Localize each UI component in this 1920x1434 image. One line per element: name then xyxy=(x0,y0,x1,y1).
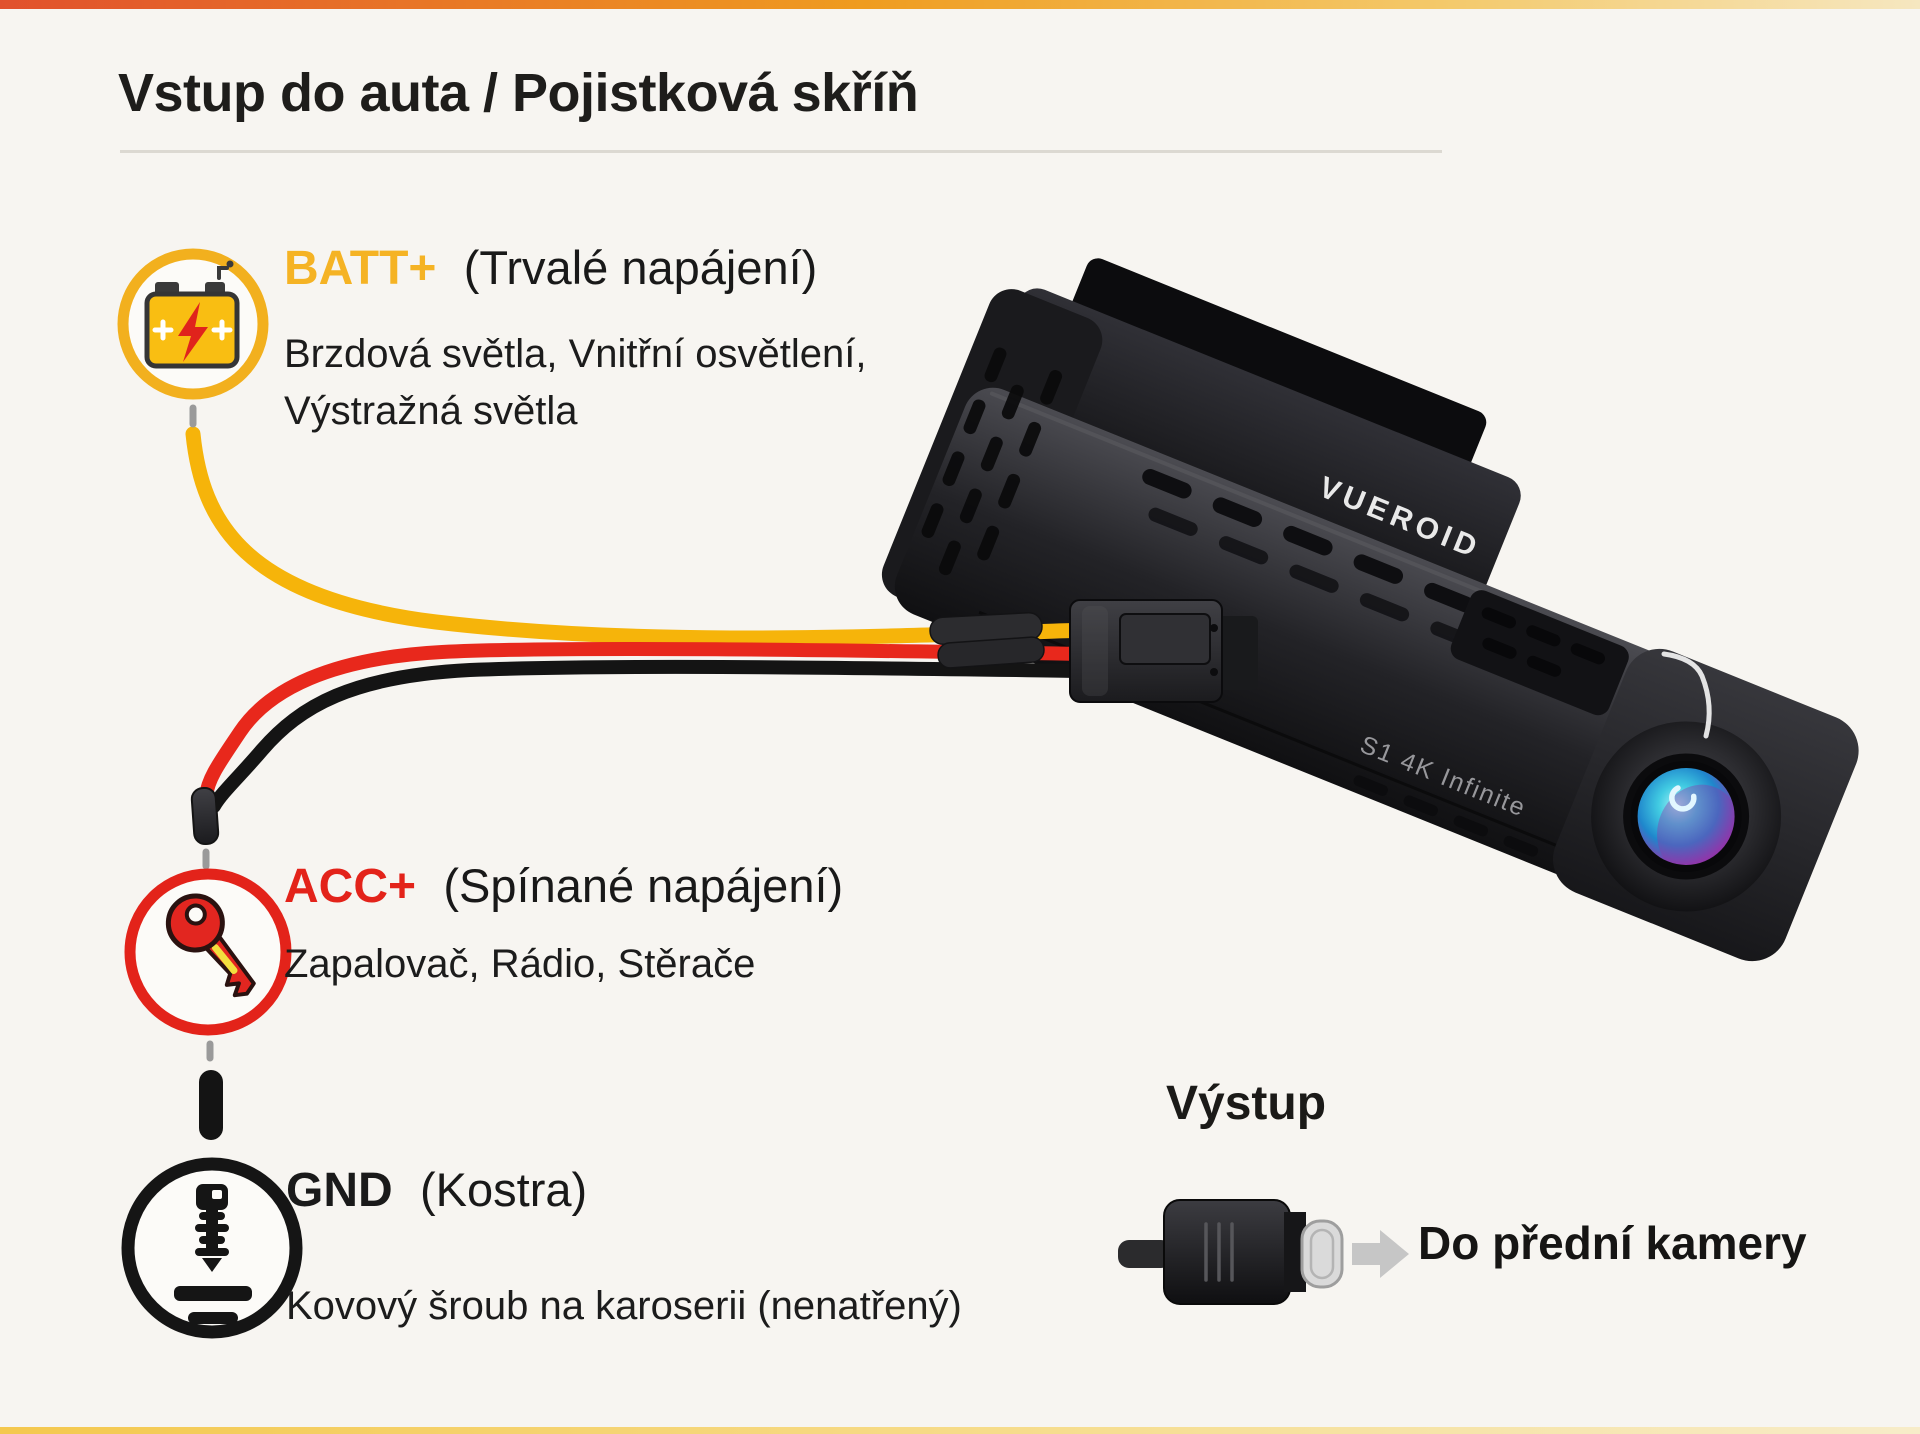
title-divider xyxy=(120,150,1442,153)
top-accent-strip xyxy=(0,0,1920,9)
batt-wire-yellow xyxy=(185,426,1096,646)
dashcam-mount-plate xyxy=(1067,258,1487,479)
batt-description-line1: Brzdová světla, Vnitřní osvětlení, xyxy=(284,332,867,376)
key-icon xyxy=(165,893,256,998)
camera-lens xyxy=(1637,767,1736,866)
ground-screw-icon xyxy=(174,1184,252,1324)
output-title: Výstup xyxy=(1166,1077,1327,1130)
acc-description: Zapalovač, Rádio, Stěrače xyxy=(284,942,756,986)
lens-reflection xyxy=(1669,784,1697,812)
recess-slots xyxy=(1481,607,1605,677)
arrow-right-icon xyxy=(1352,1230,1409,1278)
batt-description-line2: Výstražná světla xyxy=(284,389,578,433)
bottom-vent-slots xyxy=(1353,775,1539,857)
batt-label-row: BATT+ (Trvalé napájení) xyxy=(284,240,817,296)
batt-label: BATT+ xyxy=(284,242,437,295)
acc-label-row: ACC+ (Spínané napájení) xyxy=(284,858,843,914)
batt-subtitle: (Trvalé napájení) xyxy=(463,241,818,294)
housing-highlight xyxy=(1661,651,1712,739)
dashcam-image: VUEROID xyxy=(881,258,1859,962)
power-connector-plug xyxy=(1069,599,1258,703)
battery-icon xyxy=(144,260,240,369)
gnd-label: GND xyxy=(286,1164,393,1217)
page-title: Vstup do auta / Pojistková skříň xyxy=(118,63,919,123)
usb-c-connector-icon xyxy=(1118,1199,1344,1305)
acc-subtitle: (Spínané napájení) xyxy=(443,859,844,912)
dashcam-mount xyxy=(972,288,1521,627)
gnd-wire-black xyxy=(207,659,1095,813)
gnd-description: Kovový šroub na karoserii (nenatřený) xyxy=(286,1284,962,1328)
wire-end-sleeve xyxy=(190,786,220,846)
bottom-accent-strip xyxy=(0,1427,1920,1434)
gnd-label-row: GND (Kostra) xyxy=(286,1162,587,1218)
heat-shrink-sleeves xyxy=(929,611,1045,669)
output-destination: Do přední kamery xyxy=(1418,1217,1807,1269)
acc-label: ACC+ xyxy=(284,860,417,913)
gnd-subtitle: (Kostra) xyxy=(420,1163,588,1216)
acc-wire-red xyxy=(199,641,1095,803)
vent-slots-left xyxy=(921,347,1063,576)
